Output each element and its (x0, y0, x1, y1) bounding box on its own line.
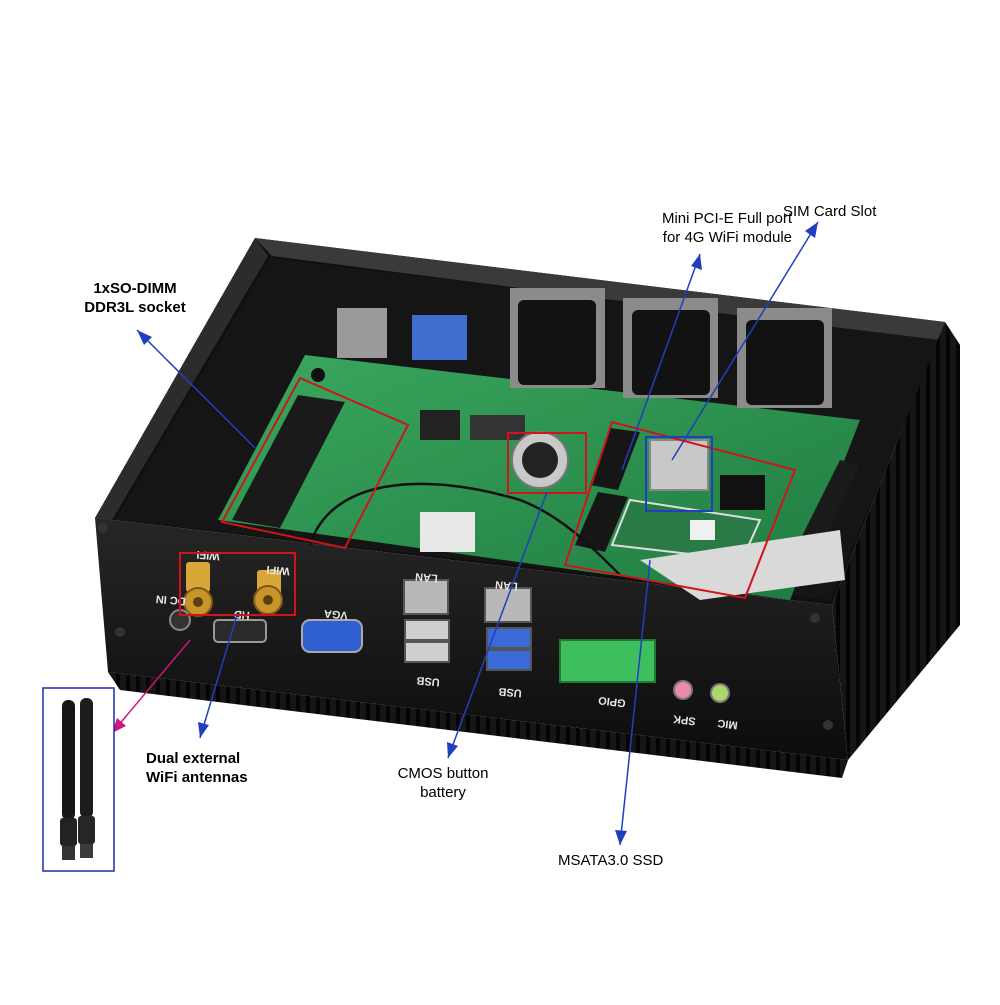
antennas-pointer (199, 614, 238, 739)
simslot-callout: SIM Card Slot (783, 203, 877, 220)
sodimm-callout: 1xSO-DIMM DDR3L socket (84, 280, 186, 316)
port-labels: WIFI WIFI DC IN HD VGA LAN LAN USB USB G… (155, 548, 738, 731)
antenna-icon (78, 698, 95, 858)
hdmi-port-icon (213, 619, 267, 643)
arrowhead-icon (615, 830, 627, 845)
arrowhead-icon (805, 222, 818, 238)
arrowhead-icon (447, 742, 458, 758)
mini-pcie-slot-icon (590, 428, 640, 490)
msata-pointer (619, 559, 651, 846)
vga-port-icon (301, 619, 363, 653)
lan-right-label: LAN (495, 578, 519, 592)
serial-connectors (510, 288, 832, 408)
ribbon-cable-icon (640, 530, 845, 600)
wifi-antenna-connector-left (183, 562, 213, 617)
antenna-inset-pointer (111, 639, 191, 734)
cmos-pointer (447, 491, 548, 759)
chip-icon (420, 410, 460, 440)
antenna-inset (42, 687, 115, 872)
wifi-right-label: WIFI (266, 563, 290, 577)
antennas-callout: Dual external WiFi antennas (146, 750, 248, 786)
simslot-pointer (671, 221, 819, 461)
usb-right-label: USB (498, 685, 522, 699)
mic-jack-icon (710, 683, 730, 703)
sodimm-highlight-box (220, 376, 410, 550)
lan-port-left-icon (403, 579, 449, 615)
pcie-msata-highlight-box (563, 420, 797, 600)
arrowhead-icon (112, 718, 126, 733)
sodimm-pointer (136, 329, 256, 449)
arrowhead-icon (198, 722, 209, 738)
sim-highlight-box (645, 436, 713, 512)
chip-icon (470, 415, 525, 440)
rear-usb3-port-icon (412, 315, 467, 360)
wifi-connectors-highlight-box (179, 552, 296, 616)
lan-port-right-icon (484, 587, 532, 623)
pointer-lines (111, 221, 819, 846)
speaker-jack-icon (673, 680, 693, 700)
msata-callout: MSATA3.0 SSD (558, 852, 664, 869)
spk-label: SPK (672, 712, 696, 727)
minipcie-callout: Mini PCI-E Full port for 4G WiFi module (661, 210, 792, 246)
usb-port-left-icon (404, 619, 450, 641)
msata-slot-icon (575, 492, 628, 552)
cmos-callout: CMOS button battery (397, 765, 489, 801)
wifi-left-label: WIFI (196, 548, 220, 562)
usb-left-label: USB (416, 674, 440, 688)
chip-icon (720, 475, 765, 510)
minipcie-pointer (621, 253, 701, 471)
arrowhead-icon (137, 330, 152, 345)
usb-port-left-icon (404, 641, 450, 663)
dc-in-label: DC IN (155, 592, 186, 607)
vga-label: VGA (323, 607, 348, 621)
antenna-icon (60, 700, 77, 860)
gpio-label: GPIO (597, 694, 626, 709)
usb3-port-right-icon (486, 627, 532, 649)
cpu-label-sticker (420, 512, 475, 552)
mic-label: MIC (717, 717, 739, 731)
antenna-inset-frame (42, 687, 115, 872)
rear-lan-port-icon (337, 308, 387, 358)
usb3-port-right-icon (486, 649, 532, 671)
sodimm-socket-icon (232, 395, 345, 528)
lan-left-label: LAN (415, 570, 439, 584)
arrowhead-icon (691, 254, 702, 270)
